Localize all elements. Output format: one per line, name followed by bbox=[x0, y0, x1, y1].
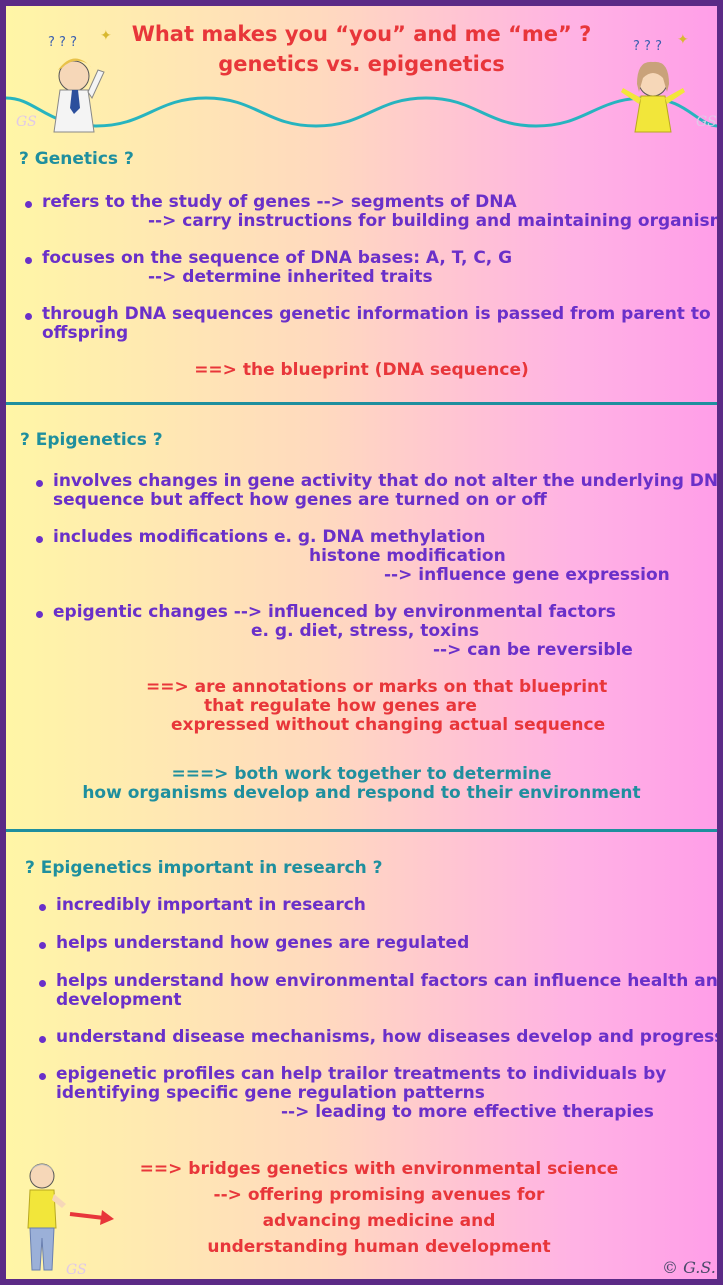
genetics-bullet-2-line-1: focuses on the sequence of DNA bases: A,… bbox=[42, 248, 513, 268]
genetics-heading: ? Genetics ? bbox=[19, 149, 134, 169]
watermark: GS bbox=[66, 1262, 87, 1278]
section-divider bbox=[6, 829, 717, 832]
copyright: © G.S. bbox=[662, 1258, 716, 1277]
research-conclusion-line-2: --> offering promising avenues for bbox=[213, 1185, 545, 1205]
research-heading: ? Epigenetics important in research ? bbox=[25, 858, 383, 878]
dna-wave-divider bbox=[6, 96, 717, 128]
bullet-dot bbox=[25, 313, 32, 320]
svg-text:? ? ?: ? ? ? bbox=[633, 39, 662, 54]
epigenetics-bullet-3-line-3: --> can be reversible bbox=[433, 640, 633, 660]
research-conclusion-line-4: understanding human development bbox=[207, 1237, 551, 1257]
research-bullet-1: incredibly important in research bbox=[56, 895, 366, 915]
genetics-bullet-3-line-2: offspring bbox=[42, 323, 129, 343]
research-bullet-4: understand disease mechanisms, how disea… bbox=[56, 1027, 723, 1047]
research-bullet-3-line-1: helps understand how environmental facto… bbox=[56, 971, 723, 991]
bullet-dot bbox=[39, 980, 46, 987]
title-line-2: genetics vs. epigenetics bbox=[218, 52, 505, 76]
summary-line-1: ===> both work together to determine bbox=[171, 764, 552, 784]
epigenetics-bullet-2-line-2: histone modification bbox=[309, 546, 506, 566]
genetics-bullet-1-line-1: refers to the study of genes --> segment… bbox=[42, 192, 517, 212]
svg-text:? ? ?: ? ? ? bbox=[48, 35, 77, 50]
epigenetics-bullet-3-line-2: e. g. diet, stress, toxins bbox=[251, 621, 480, 641]
svg-text:✦: ✦ bbox=[677, 32, 689, 48]
bullet-dot bbox=[39, 904, 46, 911]
research-bullet-5-line-3: --> leading to more effective therapies bbox=[281, 1102, 654, 1122]
research-bullet-5-line-1: epigenetic profiles can help trailor tre… bbox=[56, 1064, 667, 1084]
summary-line-2: how organisms develop and respond to the… bbox=[82, 783, 641, 803]
genetics-conclusion: ==> the blueprint (DNA sequence) bbox=[194, 360, 529, 380]
epigenetics-conclusion-line-2: that regulate how genes are bbox=[204, 696, 477, 716]
bullet-dot bbox=[25, 201, 32, 208]
research-bullet-5-line-2: identifying specific gene regulation pat… bbox=[56, 1083, 485, 1103]
epigenetics-conclusion-line-3: expressed without changing actual sequen… bbox=[171, 715, 606, 735]
research-bullet-2: helps understand how genes are regulated bbox=[56, 933, 470, 953]
epigenetics-heading: ? Epigenetics ? bbox=[20, 430, 163, 450]
genetics-bullet-1-line-2: --> carry instructions for building and … bbox=[148, 211, 723, 231]
genetics-bullet-3-line-1: through DNA sequences genetic informatio… bbox=[42, 304, 711, 324]
watermark: GS bbox=[16, 114, 37, 130]
bullet-dot bbox=[36, 480, 43, 487]
epigenetics-bullet-2-line-1: includes modifications e. g. DNA methyla… bbox=[53, 527, 486, 547]
research-bullet-3-line-2: development bbox=[56, 990, 182, 1010]
bullet-dot bbox=[39, 1036, 46, 1043]
bullet-dot bbox=[39, 942, 46, 949]
bullet-dot bbox=[36, 536, 43, 543]
bullet-dot bbox=[25, 257, 32, 264]
girl-illustration: ? ? ? ✦ bbox=[621, 32, 689, 133]
epigenetics-bullet-3-line-1: epigentic changes --> influenced by envi… bbox=[53, 602, 616, 622]
epigenetics-bullet-1-line-1: involves changes in gene activity that d… bbox=[53, 471, 723, 491]
epigenetics-conclusion-line-1: ==> are annotations or marks on that blu… bbox=[146, 677, 608, 697]
epigenetics-bullet-1-line-2: sequence but affect how genes are turned… bbox=[53, 490, 547, 510]
grandpa-illustration bbox=[27, 1163, 66, 1271]
watermark: GS bbox=[696, 114, 717, 130]
right-arrow-icon bbox=[69, 1210, 114, 1225]
research-conclusion-line-3: advancing medicine and bbox=[262, 1211, 496, 1231]
boy-illustration: ? ? ? ✦ bbox=[48, 28, 112, 133]
title-line-1: What makes you “you” and me “me” ? bbox=[131, 22, 592, 46]
genetics-bullet-2-line-2: --> determine inherited traits bbox=[148, 267, 433, 287]
epigenetics-bullet-2-line-3: --> influence gene expression bbox=[384, 565, 670, 585]
research-conclusion-line-1: ==> bridges genetics with environmental … bbox=[139, 1159, 619, 1179]
bullet-dot bbox=[36, 611, 43, 618]
section-divider bbox=[6, 402, 717, 405]
bullet-dot bbox=[39, 1073, 46, 1080]
svg-text:✦: ✦ bbox=[100, 28, 112, 44]
